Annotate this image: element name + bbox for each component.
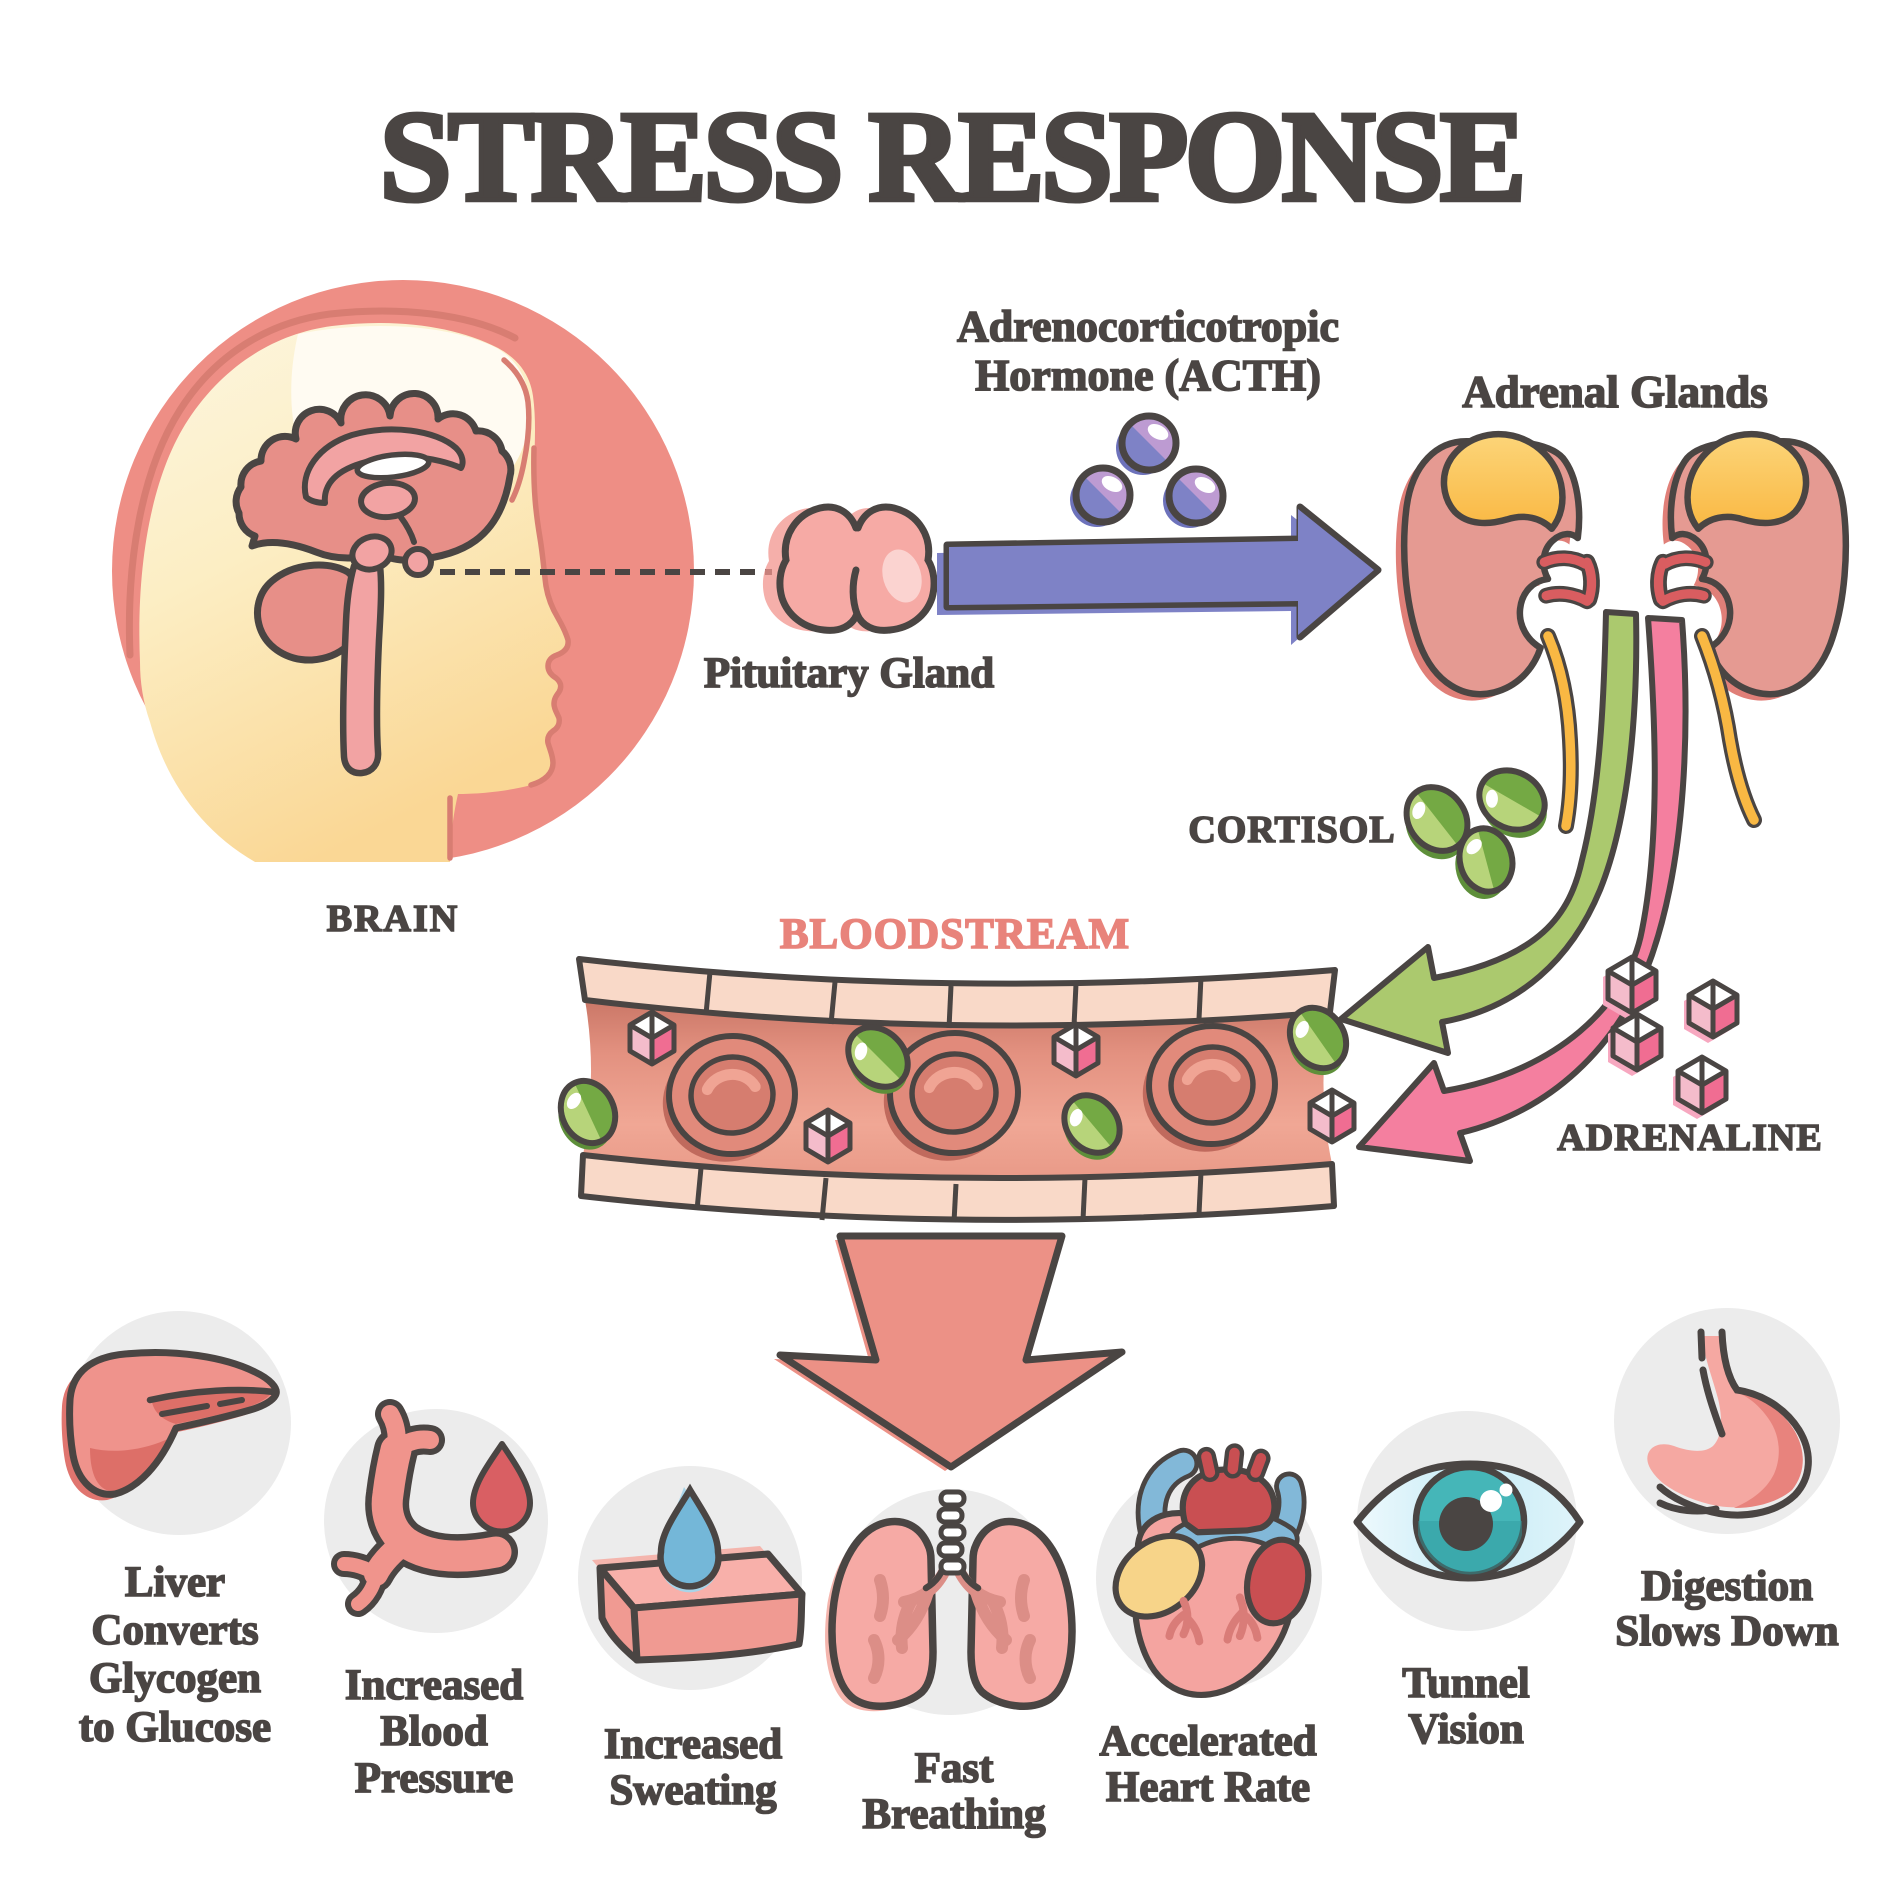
svg-text:Accelerated: Accelerated — [1099, 1718, 1316, 1765]
svg-text:Converts: Converts — [91, 1607, 258, 1654]
svg-text:BLOODSTREAM: BLOODSTREAM — [780, 911, 1130, 958]
svg-text:Pituitary Gland: Pituitary Gland — [704, 650, 994, 697]
svg-text:Pressure: Pressure — [355, 1755, 513, 1802]
svg-text:Adrenocorticotropic: Adrenocorticotropic — [957, 302, 1339, 351]
svg-text:STRESS RESPONSE: STRESS RESPONSE — [379, 85, 1522, 229]
svg-text:CORTISOL: CORTISOL — [1188, 809, 1395, 851]
svg-text:Digestion: Digestion — [1641, 1563, 1813, 1610]
svg-text:Fast: Fast — [915, 1745, 995, 1792]
svg-text:Glycogen: Glycogen — [89, 1655, 261, 1702]
svg-text:Blood: Blood — [380, 1708, 488, 1755]
svg-text:Increased: Increased — [345, 1662, 523, 1709]
svg-text:Liver: Liver — [125, 1559, 225, 1606]
svg-text:Sweating: Sweating — [609, 1767, 777, 1814]
svg-text:BRAIN: BRAIN — [327, 898, 459, 940]
svg-text:Breathing: Breathing — [862, 1791, 1046, 1838]
svg-text:Adrenal Glands: Adrenal Glands — [1462, 367, 1768, 417]
svg-text:Hormone (ACTH): Hormone (ACTH) — [975, 351, 1321, 400]
svg-text:ADRENALINE: ADRENALINE — [1557, 1117, 1822, 1159]
svg-text:Tunnel: Tunnel — [1402, 1660, 1530, 1707]
svg-text:Vision: Vision — [1408, 1706, 1524, 1753]
svg-text:Increased: Increased — [604, 1721, 782, 1768]
svg-text:to Glucose: to Glucose — [79, 1704, 271, 1751]
svg-text:Heart Rate: Heart Rate — [1106, 1764, 1310, 1811]
svg-text:Slows Down: Slows Down — [1615, 1608, 1839, 1655]
